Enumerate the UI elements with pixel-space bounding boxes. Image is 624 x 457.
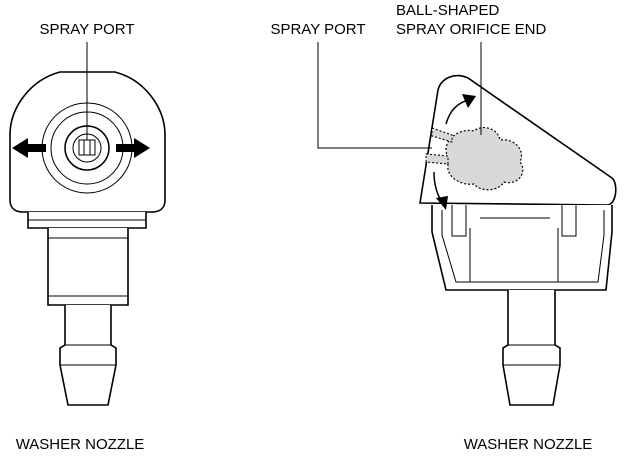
left-nozzle-front-view <box>9 42 166 406</box>
left-nozzle-barb <box>59 305 117 406</box>
right-spray-port-label: SPRAY PORT <box>270 21 365 38</box>
left-nozzle-head <box>9 71 166 213</box>
arrow-right-icon <box>116 138 150 158</box>
ball-shaped-spray-orifice <box>445 127 524 191</box>
right-spray-port-leader <box>317 42 432 149</box>
left-caption: WASHER NOZZLE <box>16 436 145 453</box>
ball-shaped-label-line2: SPRAY ORIFICE END <box>396 21 546 38</box>
left-nozzle-stem <box>47 228 129 306</box>
right-caption: WASHER NOZZLE <box>464 436 593 453</box>
ball-shaped-label-line1: BALL-SHAPED <box>396 2 500 19</box>
arrow-left-icon <box>12 138 46 158</box>
left-spray-port-label: SPRAY PORT <box>39 21 134 38</box>
right-nozzle-stem <box>502 290 561 406</box>
right-nozzle-side-view <box>317 42 617 406</box>
